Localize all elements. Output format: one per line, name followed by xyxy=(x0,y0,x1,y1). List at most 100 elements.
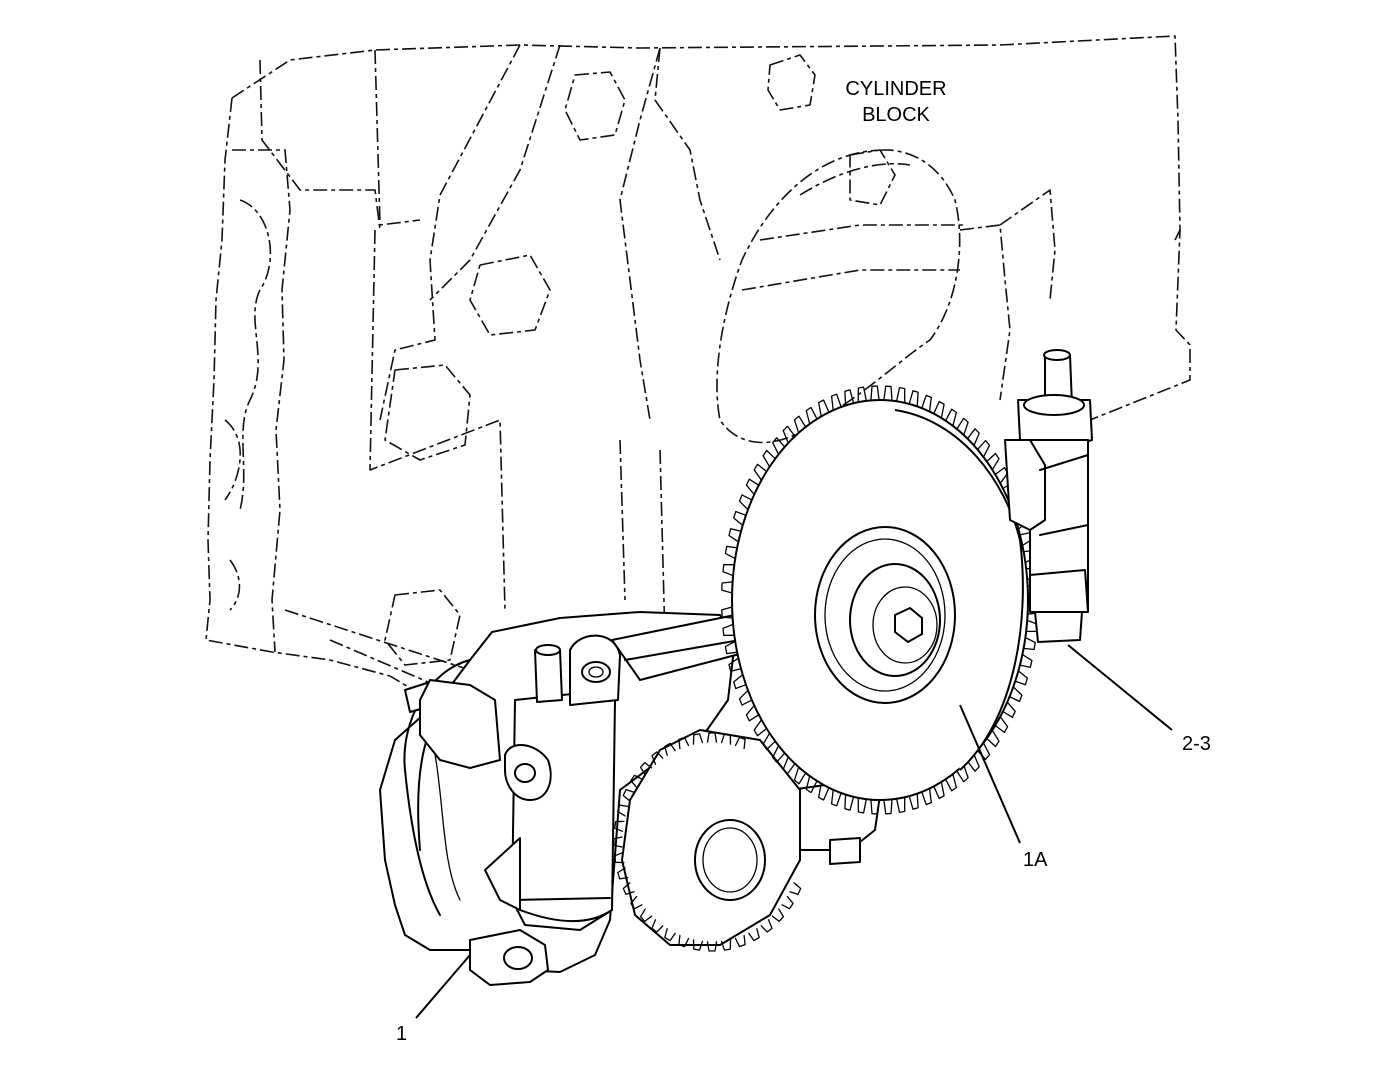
gear-tooth xyxy=(651,751,664,765)
gear-tooth xyxy=(706,941,718,952)
gear-tooth xyxy=(1002,701,1016,718)
cylinder-block-label: CYLINDER BLOCK xyxy=(845,78,946,126)
gear-tooth xyxy=(692,939,704,951)
gear-tooth xyxy=(994,715,1009,734)
gear-tooth xyxy=(617,867,629,880)
gear-tooth xyxy=(721,581,734,594)
gear-tooth xyxy=(614,852,625,864)
gear-tooth xyxy=(772,744,786,763)
gear-tooth xyxy=(818,782,830,801)
gear-tooth xyxy=(738,494,753,511)
gear-tooth xyxy=(772,437,786,456)
gear-tooth xyxy=(986,729,1000,748)
gear-tooth xyxy=(678,736,690,750)
leader-2-3 xyxy=(1067,644,1173,731)
gear-tooth xyxy=(745,478,760,496)
gear-tooth xyxy=(976,439,991,458)
gear-tooth xyxy=(895,796,906,814)
gear-tooth xyxy=(956,764,969,783)
gear-tooth xyxy=(805,406,818,425)
cylinder-block-label-line-2: BLOCK xyxy=(862,104,930,126)
gear-tooth xyxy=(630,774,643,789)
gear-tooth xyxy=(933,400,945,419)
gear-tooth xyxy=(793,415,807,434)
gear-tooth xyxy=(818,399,830,418)
gear-tooth xyxy=(734,736,746,750)
mounting-bolts xyxy=(1004,349,1093,643)
gear-tooth xyxy=(883,798,893,815)
gear-tooth xyxy=(733,673,747,690)
leader-1a xyxy=(959,704,1021,844)
gear-tooth xyxy=(748,928,760,942)
callout-1: 1 xyxy=(396,1023,407,1045)
gear-tooth xyxy=(622,882,635,896)
gear-tooth xyxy=(706,732,718,743)
cylinder-block-label-line-1: CYLINDER xyxy=(845,78,946,100)
gear-tooth xyxy=(692,733,704,745)
gear-tooth xyxy=(724,640,738,655)
gear-tooth xyxy=(844,389,855,407)
gear-tooth xyxy=(921,787,932,806)
gear-tooth xyxy=(678,934,690,948)
oil-pump-body xyxy=(379,611,881,986)
gear-tooth xyxy=(870,385,880,402)
gear-tooth xyxy=(722,623,735,637)
gear-tooth xyxy=(844,793,855,811)
gear-tooth xyxy=(745,704,760,722)
gear-tooth xyxy=(921,394,932,413)
gear-tooth xyxy=(883,385,893,402)
callout-1a: 1A xyxy=(1023,849,1048,871)
gear-tooth xyxy=(782,425,796,444)
gear-tooth xyxy=(793,766,807,785)
gear-tooth xyxy=(733,510,747,527)
large-gear xyxy=(721,385,1039,815)
gear-tooth xyxy=(762,449,776,468)
gear-tooth xyxy=(908,390,919,408)
gear-tooth xyxy=(724,545,738,560)
gear-tooth xyxy=(895,386,906,404)
gear-tooth xyxy=(908,792,919,810)
gear-tooth xyxy=(944,773,958,792)
gear-tooth xyxy=(805,775,818,794)
gear-tooth xyxy=(614,820,625,832)
gear-tooth xyxy=(762,732,776,751)
gear-tooth xyxy=(720,939,732,951)
gear-tooth xyxy=(728,657,742,672)
gear-tooth xyxy=(664,742,676,756)
small-gear xyxy=(613,729,802,952)
gear-tooth xyxy=(722,563,735,577)
callout-2-3: 2-3 xyxy=(1182,733,1211,755)
gear-tooth xyxy=(720,733,732,745)
gear-tooth xyxy=(639,908,653,923)
gear-tooth xyxy=(830,789,842,807)
gear-tooth xyxy=(651,919,664,933)
gear-tooth xyxy=(760,919,773,933)
gear-tooth xyxy=(1008,686,1023,703)
gear-tooth xyxy=(986,452,1000,471)
gear-tooth xyxy=(639,761,653,776)
gear-tooth xyxy=(857,386,867,403)
gear-tooth xyxy=(771,908,785,923)
gear-tooth xyxy=(781,895,794,910)
gear-tooth xyxy=(664,928,676,942)
gear-tooth xyxy=(613,836,623,848)
gear-tooth xyxy=(966,753,980,772)
gear-tooth xyxy=(1022,636,1036,651)
gear-tooth xyxy=(734,934,746,948)
leader-1 xyxy=(415,954,471,1019)
gear-tooth xyxy=(782,756,796,775)
gear-tooth xyxy=(933,781,945,800)
gear-tooth xyxy=(830,393,842,411)
gear-tooth xyxy=(1019,653,1033,669)
gear-tooth xyxy=(721,606,734,619)
gear-tooth xyxy=(728,528,742,543)
gear-tooth xyxy=(870,798,880,815)
gear-tooth xyxy=(630,895,643,910)
gear-tooth xyxy=(956,417,969,436)
cylinder-block-phantom xyxy=(205,35,1191,701)
gear-tooth xyxy=(944,408,958,427)
gear-tooth xyxy=(966,428,980,447)
gear-tooth xyxy=(789,882,802,896)
gear-tooth xyxy=(753,463,768,481)
